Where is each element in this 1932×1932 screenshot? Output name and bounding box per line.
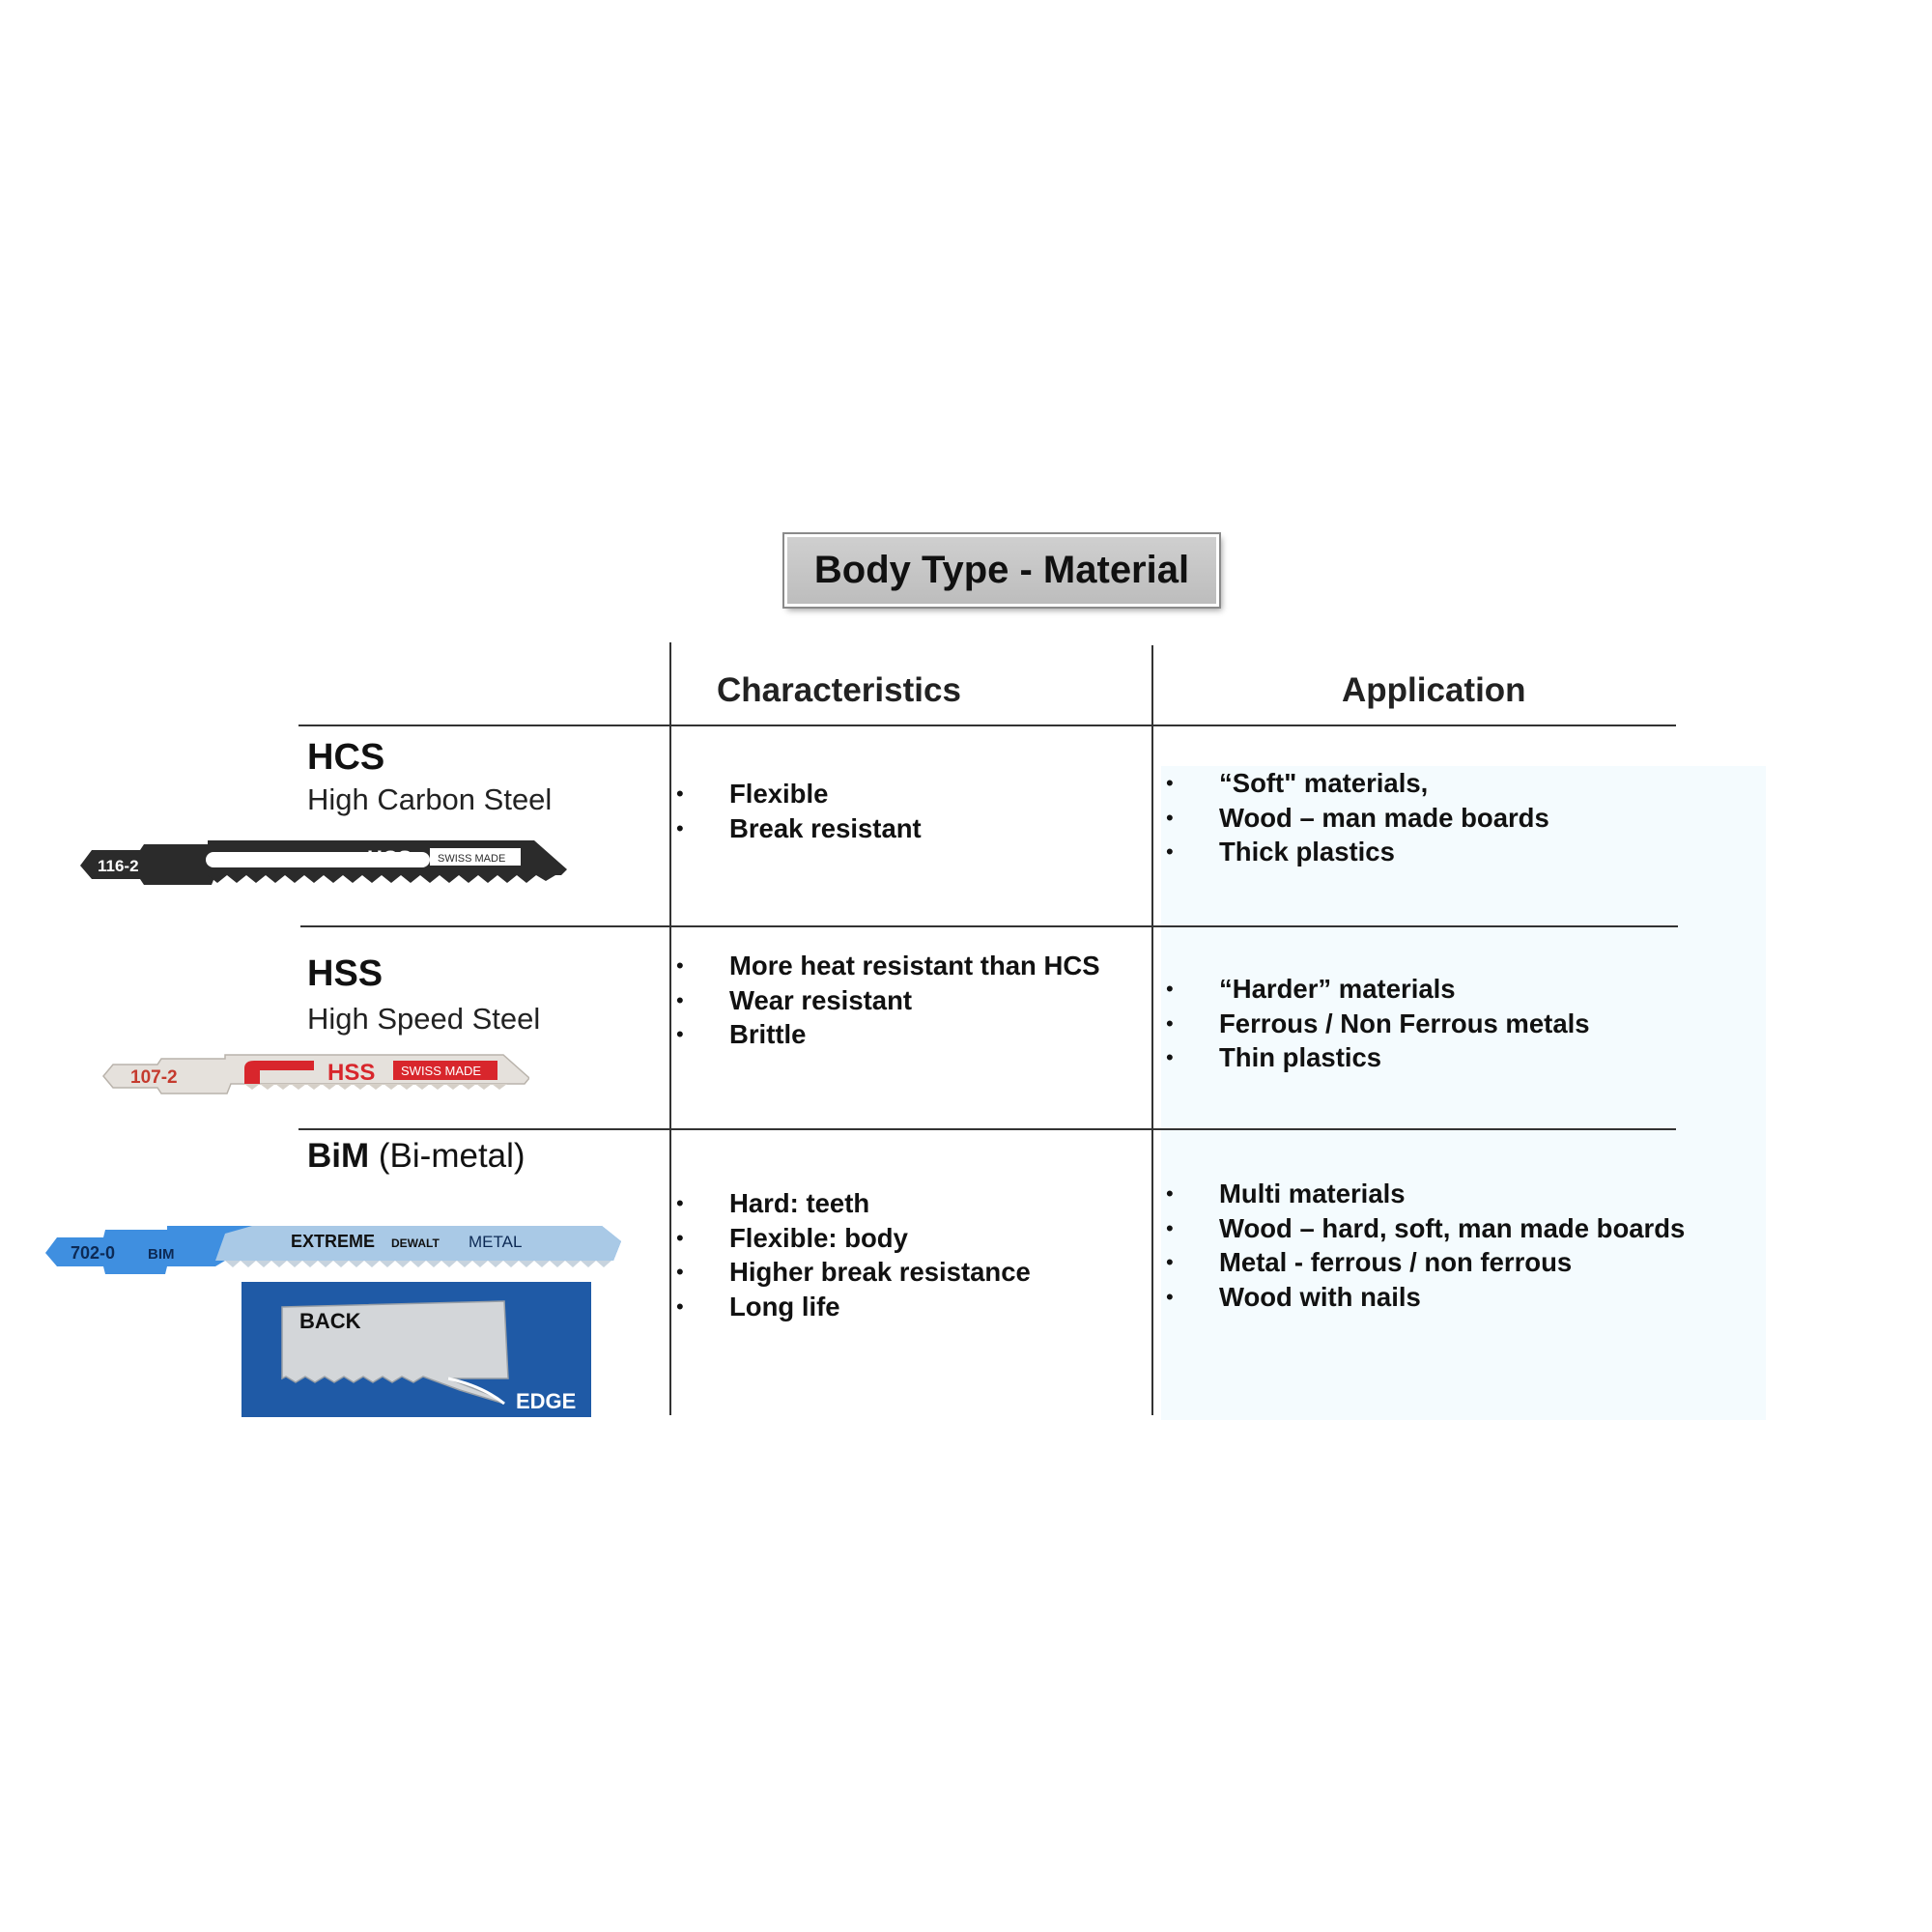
bullet-icon: • [676, 781, 684, 806]
bim-blade-brand: EXTREME [291, 1232, 375, 1251]
hcs-blade-image: 116-2 HCS SWISS MADE [80, 840, 567, 885]
list-item: •Long life [676, 1290, 1031, 1324]
list-item: •Wear resistant [676, 983, 1100, 1018]
column-header-characteristics: Characteristics [717, 671, 961, 709]
list-item: •Hard: teeth [676, 1186, 1031, 1221]
bullet-icon: • [1166, 1215, 1174, 1240]
bullet-icon: • [1166, 805, 1174, 830]
list-item: •Break resistant [676, 811, 922, 846]
list-item: •Multi materials [1166, 1177, 1685, 1211]
bullet-icon: • [1166, 977, 1174, 1001]
list-item: •“Harder” materials [1166, 972, 1590, 1007]
characteristics-list-hss: •More heat resistant than HCS •Wear resi… [676, 949, 1100, 1052]
hss-blade-image: 107-2 HSS SWISS MADE [102, 1054, 529, 1094]
bim-cross-section-drawing: BACK EDGE [281, 1300, 576, 1413]
hss-blade-code: 107-2 [130, 1067, 178, 1088]
hcs-blade-mark: HCS [367, 846, 412, 870]
application-column-background [1161, 766, 1766, 1420]
hcs-blade-code: 116-2 [98, 857, 139, 875]
bullet-icon: • [1166, 1284, 1174, 1309]
bullet-icon: • [676, 1260, 684, 1284]
list-item: •Wood – man made boards [1166, 801, 1549, 836]
column-header-application: Application [1342, 671, 1526, 709]
list-item: •Metal - ferrous / non ferrous [1166, 1245, 1685, 1280]
list-item: •Thick plastics [1166, 835, 1549, 869]
bullet-icon: • [676, 1022, 684, 1046]
list-item: •Wood with nails [1166, 1280, 1685, 1315]
page-title: Body Type - Material [782, 532, 1221, 609]
table-divider-vertical-2 [1151, 645, 1153, 1415]
bullet-icon: • [676, 987, 684, 1012]
characteristics-list-hcs: •Flexible •Break resistant [676, 777, 922, 845]
bullet-icon: • [1166, 1181, 1174, 1206]
list-item: •Higher break resistance [676, 1255, 1031, 1290]
bim-blade-mark: BIM [148, 1246, 175, 1263]
hcs-blade-tag: SWISS MADE [438, 853, 505, 865]
material-abbr-bim: BiM [307, 1137, 370, 1175]
table-divider-horizontal-3 [298, 1128, 1676, 1130]
bullet-icon: • [676, 1191, 684, 1215]
bullet-icon: • [676, 815, 684, 840]
bullet-icon: • [1166, 1045, 1174, 1069]
table-divider-horizontal-2 [300, 925, 1678, 927]
list-item: •Wood – hard, soft, man made boards [1166, 1211, 1685, 1246]
list-item: •“Soft" materials, [1166, 766, 1549, 801]
bullet-icon: • [1166, 771, 1174, 795]
list-item: •Ferrous / Non Ferrous metals [1166, 1007, 1590, 1041]
bullet-icon: • [1166, 839, 1174, 864]
list-item: •Flexible: body [676, 1221, 1031, 1256]
characteristics-list-bim: •Hard: teeth •Flexible: body •Higher bre… [676, 1186, 1031, 1323]
page-title-text: Body Type - Material [813, 549, 1190, 591]
list-item: •Brittle [676, 1017, 1100, 1052]
hss-blade-tag: SWISS MADE [401, 1064, 481, 1078]
bullet-icon: • [676, 1293, 684, 1319]
bullet-icon: • [1166, 1010, 1174, 1036]
application-list-hcs: •“Soft" materials, •Wood – man made boar… [1166, 766, 1549, 869]
inset-edge-label: EDGE [516, 1389, 576, 1413]
inset-back-label: BACK [299, 1309, 361, 1333]
material-abbr-hss: HSS [307, 953, 384, 994]
bim-blade-maker: DEWALT [391, 1236, 440, 1250]
list-item: •Thin plastics [1166, 1040, 1590, 1075]
bim-blade-tag: METAL [469, 1233, 522, 1251]
bullet-icon: • [676, 953, 684, 978]
bim-cross-section-image: BACK EDGE [242, 1282, 591, 1417]
list-item: •Flexible [676, 777, 922, 811]
bullet-icon: • [676, 1225, 684, 1250]
application-list-bim: •Multi materials •Wood – hard, soft, man… [1166, 1177, 1685, 1314]
material-name-hcs: High Carbon Steel [307, 782, 553, 816]
material-heading-bim: BiM (Bi-metal) [307, 1137, 526, 1176]
material-name-hss: High Speed Steel [307, 1002, 541, 1036]
bullet-icon: • [1166, 1250, 1174, 1274]
material-name-bim: (Bi-metal) [378, 1137, 526, 1175]
hss-blade-mark: HSS [327, 1060, 375, 1086]
bim-blade-image: 702-0 BIM EXTREME DEWALT METAL [45, 1226, 621, 1274]
bim-blade-code: 702-0 [71, 1243, 115, 1263]
list-item: •More heat resistant than HCS [676, 949, 1100, 983]
material-abbr-hcs: HCS [307, 737, 385, 778]
table-divider-horizontal-1 [298, 724, 1676, 726]
application-list-hss: •“Harder” materials •Ferrous / Non Ferro… [1166, 972, 1590, 1075]
table-divider-vertical-1 [669, 642, 671, 1415]
